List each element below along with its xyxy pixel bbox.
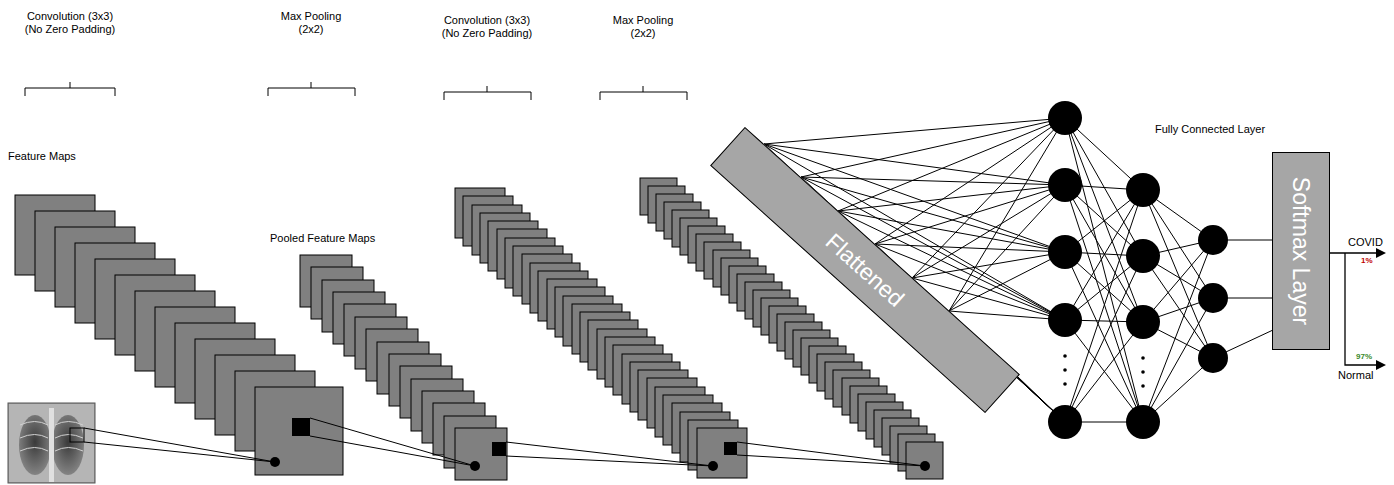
group-label: Feature Maps bbox=[8, 150, 76, 163]
pooled-maps bbox=[300, 255, 507, 480]
kernel-square bbox=[292, 418, 310, 436]
output-arrowheads bbox=[1376, 248, 1386, 370]
softmax-box: Softmax Layer bbox=[1272, 152, 1330, 350]
conv-maps bbox=[455, 188, 747, 478]
group-label: Pooled Feature Maps bbox=[270, 232, 375, 245]
probability-value: 97% bbox=[1356, 352, 1372, 362]
class-label: Normal bbox=[1338, 369, 1373, 382]
stage-label: Convolution (3x3) (No Zero Padding) bbox=[18, 10, 122, 36]
stage-label: Max Pooling (2x2) bbox=[275, 10, 347, 36]
kernel-square bbox=[724, 442, 737, 455]
receptive-lines bbox=[84, 418, 925, 466]
probability-value: 1% bbox=[1361, 256, 1373, 266]
stage-label: Convolution (3x3) (No Zero Padding) bbox=[435, 14, 539, 40]
stage-label: Max Pooling (2x2) bbox=[607, 14, 679, 40]
flatten-band: Flattened bbox=[710, 127, 1020, 413]
neurons bbox=[1048, 101, 1228, 439]
xray-image bbox=[8, 403, 95, 483]
node-text: Flattened bbox=[821, 228, 910, 311]
class-label: COVID bbox=[1348, 236, 1383, 249]
node-text: Softmax Layer bbox=[1288, 177, 1314, 325]
group-label: Fully Connected Layer bbox=[1155, 123, 1265, 136]
output-lines bbox=[1330, 253, 1378, 365]
kernel-square bbox=[492, 442, 506, 456]
stage-brackets bbox=[25, 82, 687, 100]
